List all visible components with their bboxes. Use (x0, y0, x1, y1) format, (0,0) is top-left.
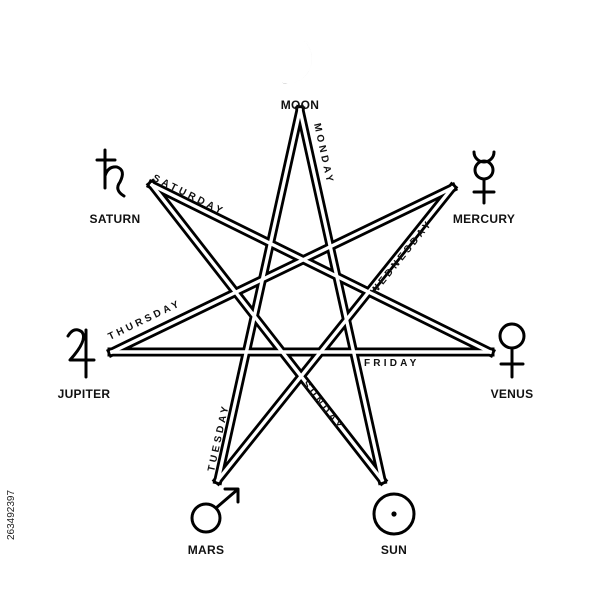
heptagram-star (105, 104, 497, 487)
jupiter-icon (66, 328, 96, 379)
planet-labels: MOON MERCURY SATURN VENUS JUPITER MARS S… (58, 98, 534, 557)
saturn-icon (95, 148, 126, 198)
mars-icon (190, 487, 240, 534)
moon-crescent-icon (275, 38, 312, 84)
venus-icon (498, 322, 526, 379)
planet-label-jupiter: JUPITER (58, 387, 111, 401)
planet-glyphs (66, 38, 526, 536)
planet-label-moon: MOON (281, 98, 320, 112)
day-label-wednesday: WEDNESDAY (369, 218, 436, 297)
stock-id-text: 263492397 (6, 490, 17, 540)
mercury-icon (472, 150, 496, 205)
day-label-friday: FRIDAY (364, 358, 420, 369)
planet-label-mercury: MERCURY (453, 212, 515, 226)
planet-label-mars: MARS (188, 543, 225, 557)
planet-label-sun: SUN (381, 543, 407, 557)
planet-label-venus: VENUS (491, 387, 534, 401)
planet-label-saturn: SATURN (90, 212, 141, 226)
sun-icon (372, 492, 416, 536)
day-label-sunday: SUNDAY (300, 379, 346, 433)
